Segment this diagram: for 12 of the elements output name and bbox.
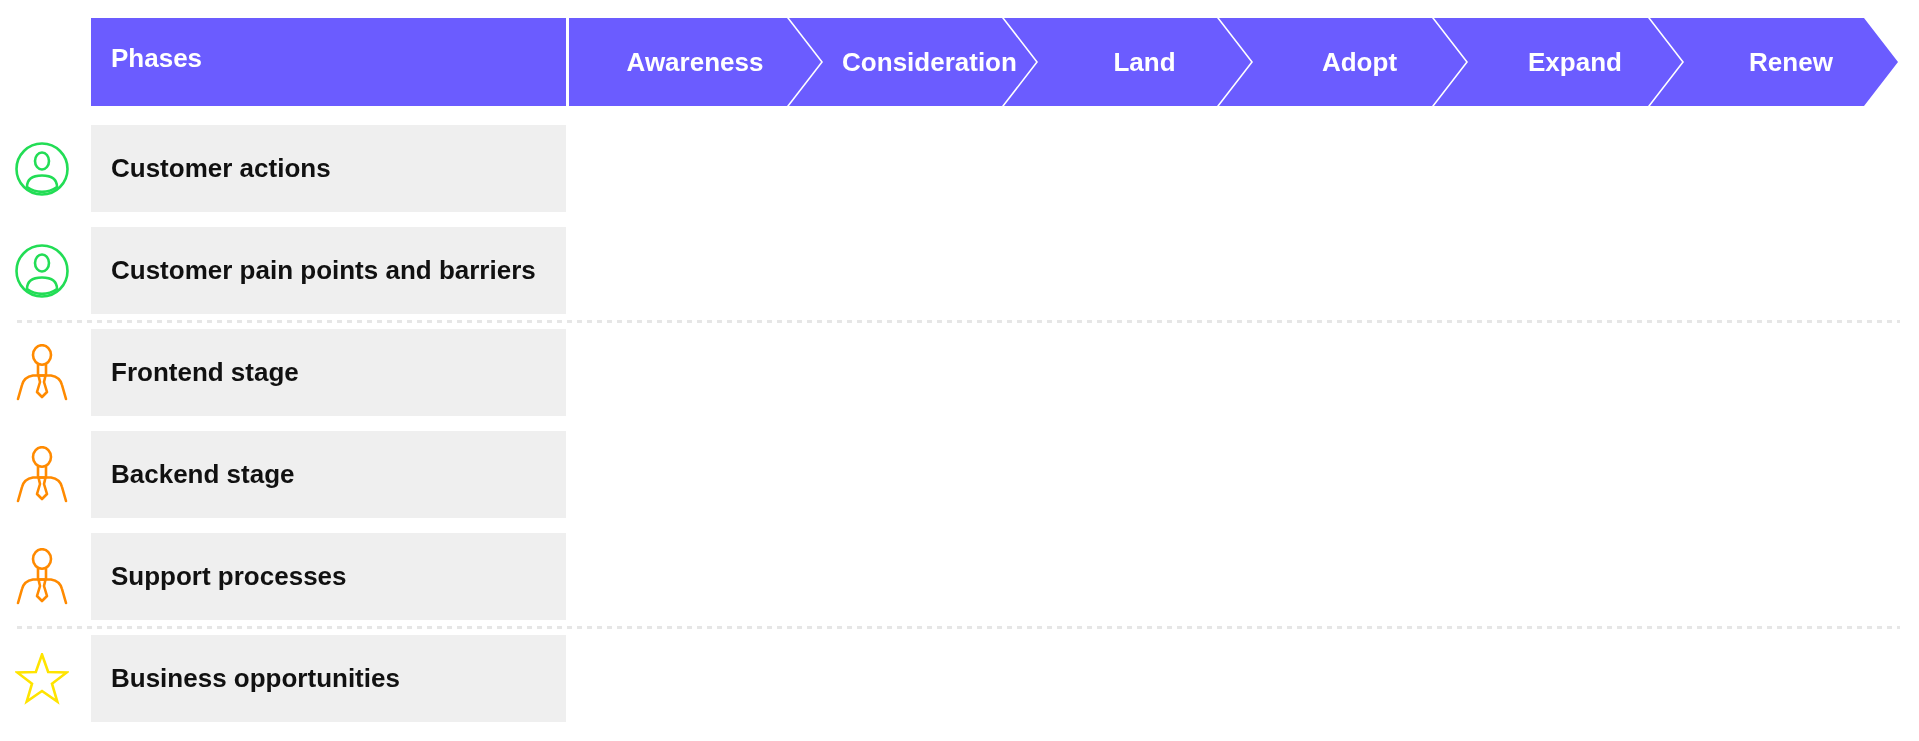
lane-label: Customer pain points and barriers [91, 227, 566, 314]
phase-step: Renew [1650, 18, 1898, 106]
phase-step: Adopt [1219, 18, 1466, 106]
phase-step: Consideration [789, 18, 1036, 106]
lane-label: Frontend stage [91, 329, 566, 416]
lane-label: Customer actions [91, 125, 566, 212]
lane-label: Support processes [91, 533, 566, 620]
phases-header: Phases [91, 18, 566, 106]
lane-label: Backend stage [91, 431, 566, 518]
phase-step: Awareness [569, 18, 821, 106]
phase-step: Expand [1434, 18, 1682, 106]
lane-label: Business opportunities [91, 635, 566, 722]
